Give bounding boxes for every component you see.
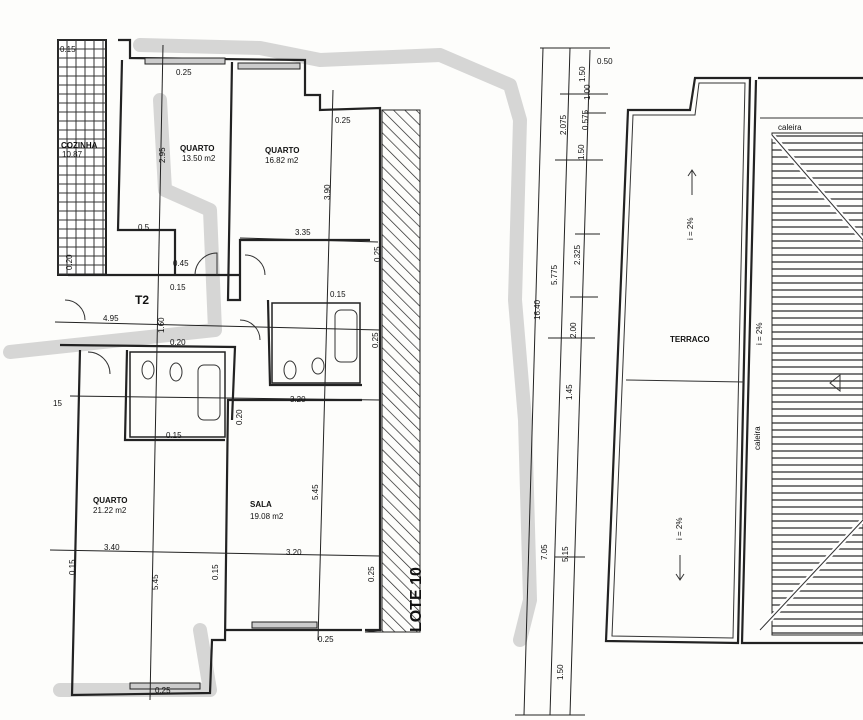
bathroom-2 [271, 302, 361, 384]
dim-label: 0.5 [138, 223, 150, 232]
unit-label: T2 [135, 293, 149, 307]
chain-label: 2.075 [559, 114, 568, 135]
dim-label: 0.25 [367, 566, 376, 582]
slope-label: i = 2% [686, 218, 695, 240]
dim-label: 0.15 [211, 564, 220, 580]
chain-label: 1.50 [556, 664, 565, 680]
dim-label: 3.90 [323, 184, 332, 200]
chain-label: 1.00 [583, 84, 592, 100]
dim-label: 4.95 [103, 314, 119, 323]
room-area-quarto-1: 13.50 m2 [182, 154, 216, 163]
side-dimension-chain: 16.40 2.075 5.775 7.05 1.50 1.00 0.575 1… [515, 47, 613, 716]
chain-total: 16.40 [533, 299, 542, 320]
walls [59, 38, 382, 697]
dim-label: 3.20 [286, 548, 302, 557]
dim-label: 0.25 [335, 116, 351, 125]
room-label-quarto-3: QUARTO [93, 496, 128, 505]
dim-label: 0.15 [170, 283, 186, 292]
chain-label: 7.05 [540, 544, 549, 560]
chain-label: 1.50 [577, 144, 586, 160]
dim-label: 5.45 [311, 484, 320, 500]
chain-label: 1.50 [578, 66, 587, 82]
dim-label: 0.25 [371, 332, 380, 348]
chain-label: 5.775 [550, 264, 559, 285]
room-label-cozinha: COZINHA [61, 141, 98, 150]
room-area-sala: 19.08 m2 [250, 512, 284, 521]
marker-trace [3, 93, 222, 359]
chain-label: 0.575 [581, 109, 590, 130]
dim-label: 3.40 [104, 543, 120, 552]
dim-label: 0.15 [60, 45, 76, 54]
chain-label: 1.45 [565, 384, 574, 400]
marker-trace [133, 38, 537, 647]
dim-label: 1.60 [157, 317, 166, 333]
dim-label: 0.25 [155, 686, 171, 695]
lot-label: LOTE 10 [408, 567, 425, 632]
dim-label: 0.20 [170, 338, 186, 347]
room-label-terraco: TERRACO [670, 335, 710, 344]
marker-trace [53, 623, 217, 697]
dim-label: 0.25 [176, 68, 192, 77]
gutter-label: caleira [753, 426, 762, 450]
dim-label: 0.15 [330, 290, 346, 299]
dim-label: 0.25 [318, 635, 334, 644]
chain-top: 0.50 [597, 57, 613, 66]
dim-label: 0.20 [235, 409, 244, 425]
door-swings [64, 252, 266, 375]
chain-label: 2.00 [569, 322, 578, 338]
dim-label: 3.20 [290, 395, 306, 404]
room-label-sala: SALA [250, 500, 272, 509]
room-area-cozinha: 10.87 [62, 150, 83, 159]
dim-label: 0.15 [166, 431, 182, 440]
dimension-lines [49, 44, 381, 701]
gutter-label: caleira [778, 123, 802, 132]
chain-label: 2.325 [573, 244, 582, 265]
dim-label: 2.95 [158, 147, 167, 163]
dimension-labels: 0.25 0.25 0.15 2.95 3.90 3.35 0.15 0.15 … [53, 45, 382, 695]
dim-label: 0.45 [173, 259, 189, 268]
chain-label: 5.15 [561, 546, 570, 562]
terrace: TERRACO i = 2% i = 2% [604, 76, 752, 645]
dim-label: 15 [53, 399, 62, 408]
dim-label: 0.15 [68, 559, 77, 575]
slope-label: i = 2% [675, 518, 684, 540]
room-label-quarto-1: QUARTO [180, 144, 215, 153]
kitchen-tiles [57, 39, 107, 276]
hatched-boundary [364, 109, 421, 633]
slope-label: i = 2% [755, 323, 764, 345]
roof: caleira caleira i = 2% [740, 76, 863, 645]
room-area-quarto-3: 21.22 m2 [93, 506, 127, 515]
dim-label: 5.45 [151, 574, 160, 590]
bathroom-1 [129, 351, 226, 438]
dim-label: 0.25 [373, 246, 382, 262]
dim-label: 3.35 [295, 228, 311, 237]
dim-label: 0.20 [65, 254, 74, 270]
room-area-quarto-2: 16.82 m2 [265, 156, 299, 165]
room-label-quarto-2: QUARTO [265, 146, 300, 155]
